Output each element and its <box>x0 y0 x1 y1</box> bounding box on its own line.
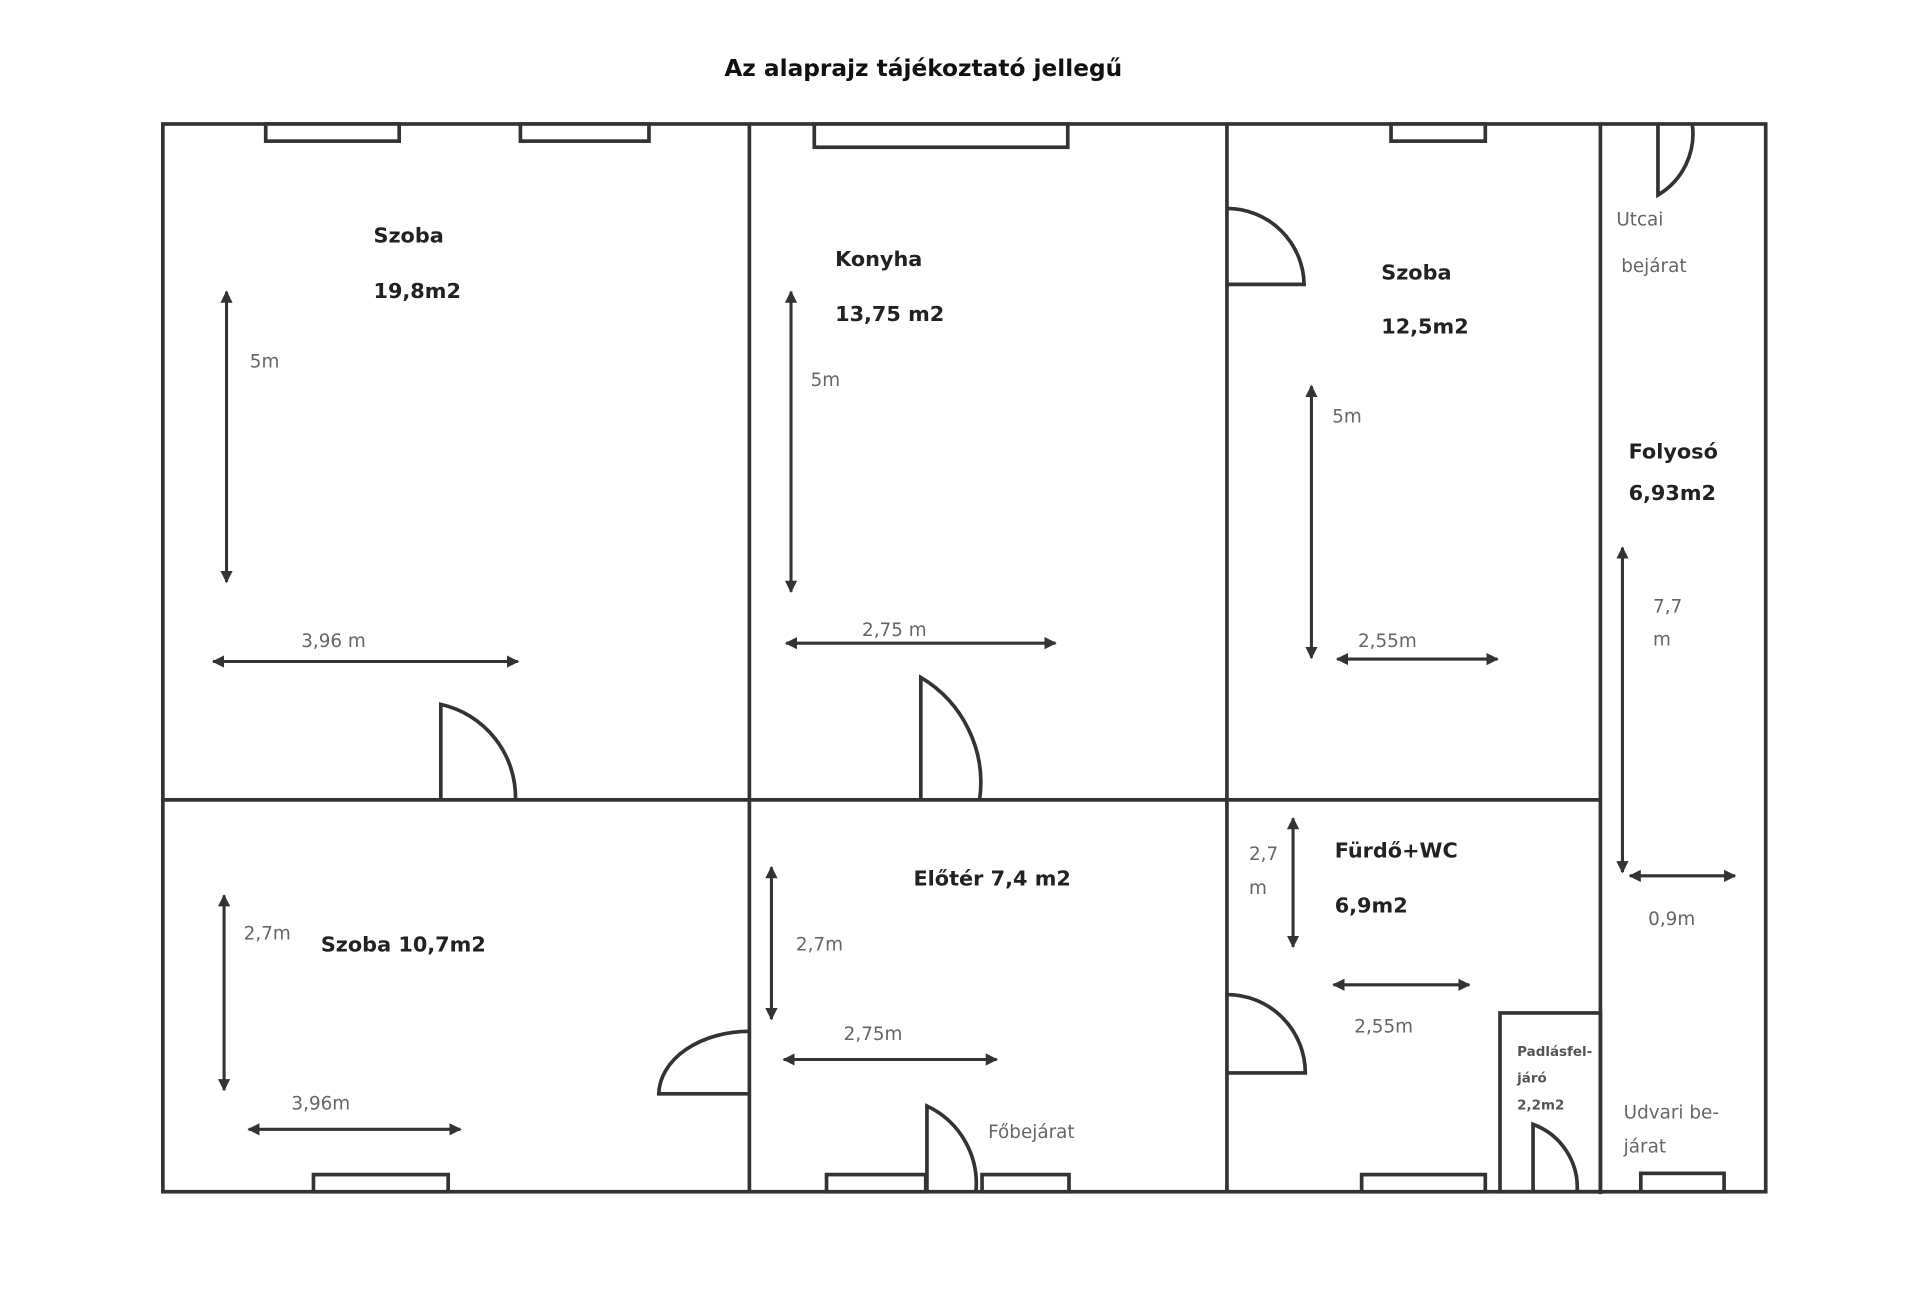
window <box>1359 1172 1488 1194</box>
dimension-label: 3,96m <box>291 1094 350 1115</box>
room-area: 6,93m2 <box>1629 481 1716 505</box>
dimension-label: 0,9m <box>1648 909 1695 930</box>
window <box>1389 122 1488 143</box>
dimension-arrows <box>211 290 1737 1136</box>
room-name: Folyosó <box>1629 439 1718 463</box>
attic-label: járó <box>1516 1071 1547 1087</box>
windows <box>263 122 1726 1194</box>
room-name: Szoba <box>373 224 443 248</box>
yard-entrance-label: Udvari be- <box>1624 1102 1719 1123</box>
dimension-label: m <box>1653 630 1671 651</box>
room-label: Előtér 7,4 m2 <box>913 867 1070 891</box>
dimension-label: 5m <box>250 352 280 373</box>
room-area: 6,9m2 <box>1335 894 1408 918</box>
dimension-label: 2,7m <box>796 935 843 956</box>
dimension-label: 2,75 m <box>862 620 927 641</box>
doors <box>438 123 1695 1192</box>
attic-stair-wall <box>1498 1011 1603 1194</box>
attic-area: 2,2m2 <box>1517 1099 1564 1114</box>
dimension-label: 2,7 <box>1249 844 1278 865</box>
dimension-label: 2,55m <box>1358 631 1417 652</box>
window <box>980 1172 1071 1194</box>
door-swing <box>656 1029 750 1096</box>
room-area: 12,5m2 <box>1381 314 1468 338</box>
main-entrance-label: Főbejárat <box>988 1122 1074 1143</box>
door-swing <box>918 674 983 801</box>
window <box>824 1172 928 1194</box>
room-name: Konyha <box>835 247 922 271</box>
door-swing <box>1531 1121 1580 1192</box>
door-swing <box>925 1103 979 1192</box>
door-swing <box>1226 206 1306 287</box>
room-label: Szoba 10,7m2 <box>321 933 486 957</box>
dimension-label: m <box>1249 878 1267 899</box>
room-area: 19,8m2 <box>373 279 460 303</box>
street-entrance-label: bejárat <box>1621 256 1686 277</box>
dimension-label: 7,7 <box>1653 597 1682 618</box>
door-swing <box>438 702 518 800</box>
dimension-label: 2,7m <box>244 923 291 944</box>
plan-title: Az alaprajz tájékoztató jellegű <box>724 55 1122 82</box>
room-name: Fürdő+WC <box>1335 838 1458 862</box>
dimension-label: 2,75m <box>844 1024 903 1045</box>
room-name: Szoba <box>1381 260 1451 284</box>
dimension-label: 5m <box>811 370 841 391</box>
window <box>812 122 1070 150</box>
dimension-label: 5m <box>1332 407 1362 428</box>
dimension-label: 3,96 m <box>301 631 366 652</box>
door-swing <box>1226 992 1308 1075</box>
window <box>1638 1171 1726 1194</box>
yard-entrance-label: járat <box>1623 1137 1666 1158</box>
attic-label: Padlásfel- <box>1517 1044 1592 1060</box>
window <box>311 1172 450 1194</box>
dimension-label: 2,55m <box>1354 1017 1413 1038</box>
window <box>518 122 651 143</box>
room-labels: Szoba 19,8m2 5m 3,96 m Konyha 13,75 m2 5… <box>244 210 1719 1158</box>
window <box>263 122 402 143</box>
door-swing <box>1656 123 1695 199</box>
street-entrance-label: Utcai <box>1616 210 1663 231</box>
room-area: 13,75 m2 <box>835 302 944 326</box>
